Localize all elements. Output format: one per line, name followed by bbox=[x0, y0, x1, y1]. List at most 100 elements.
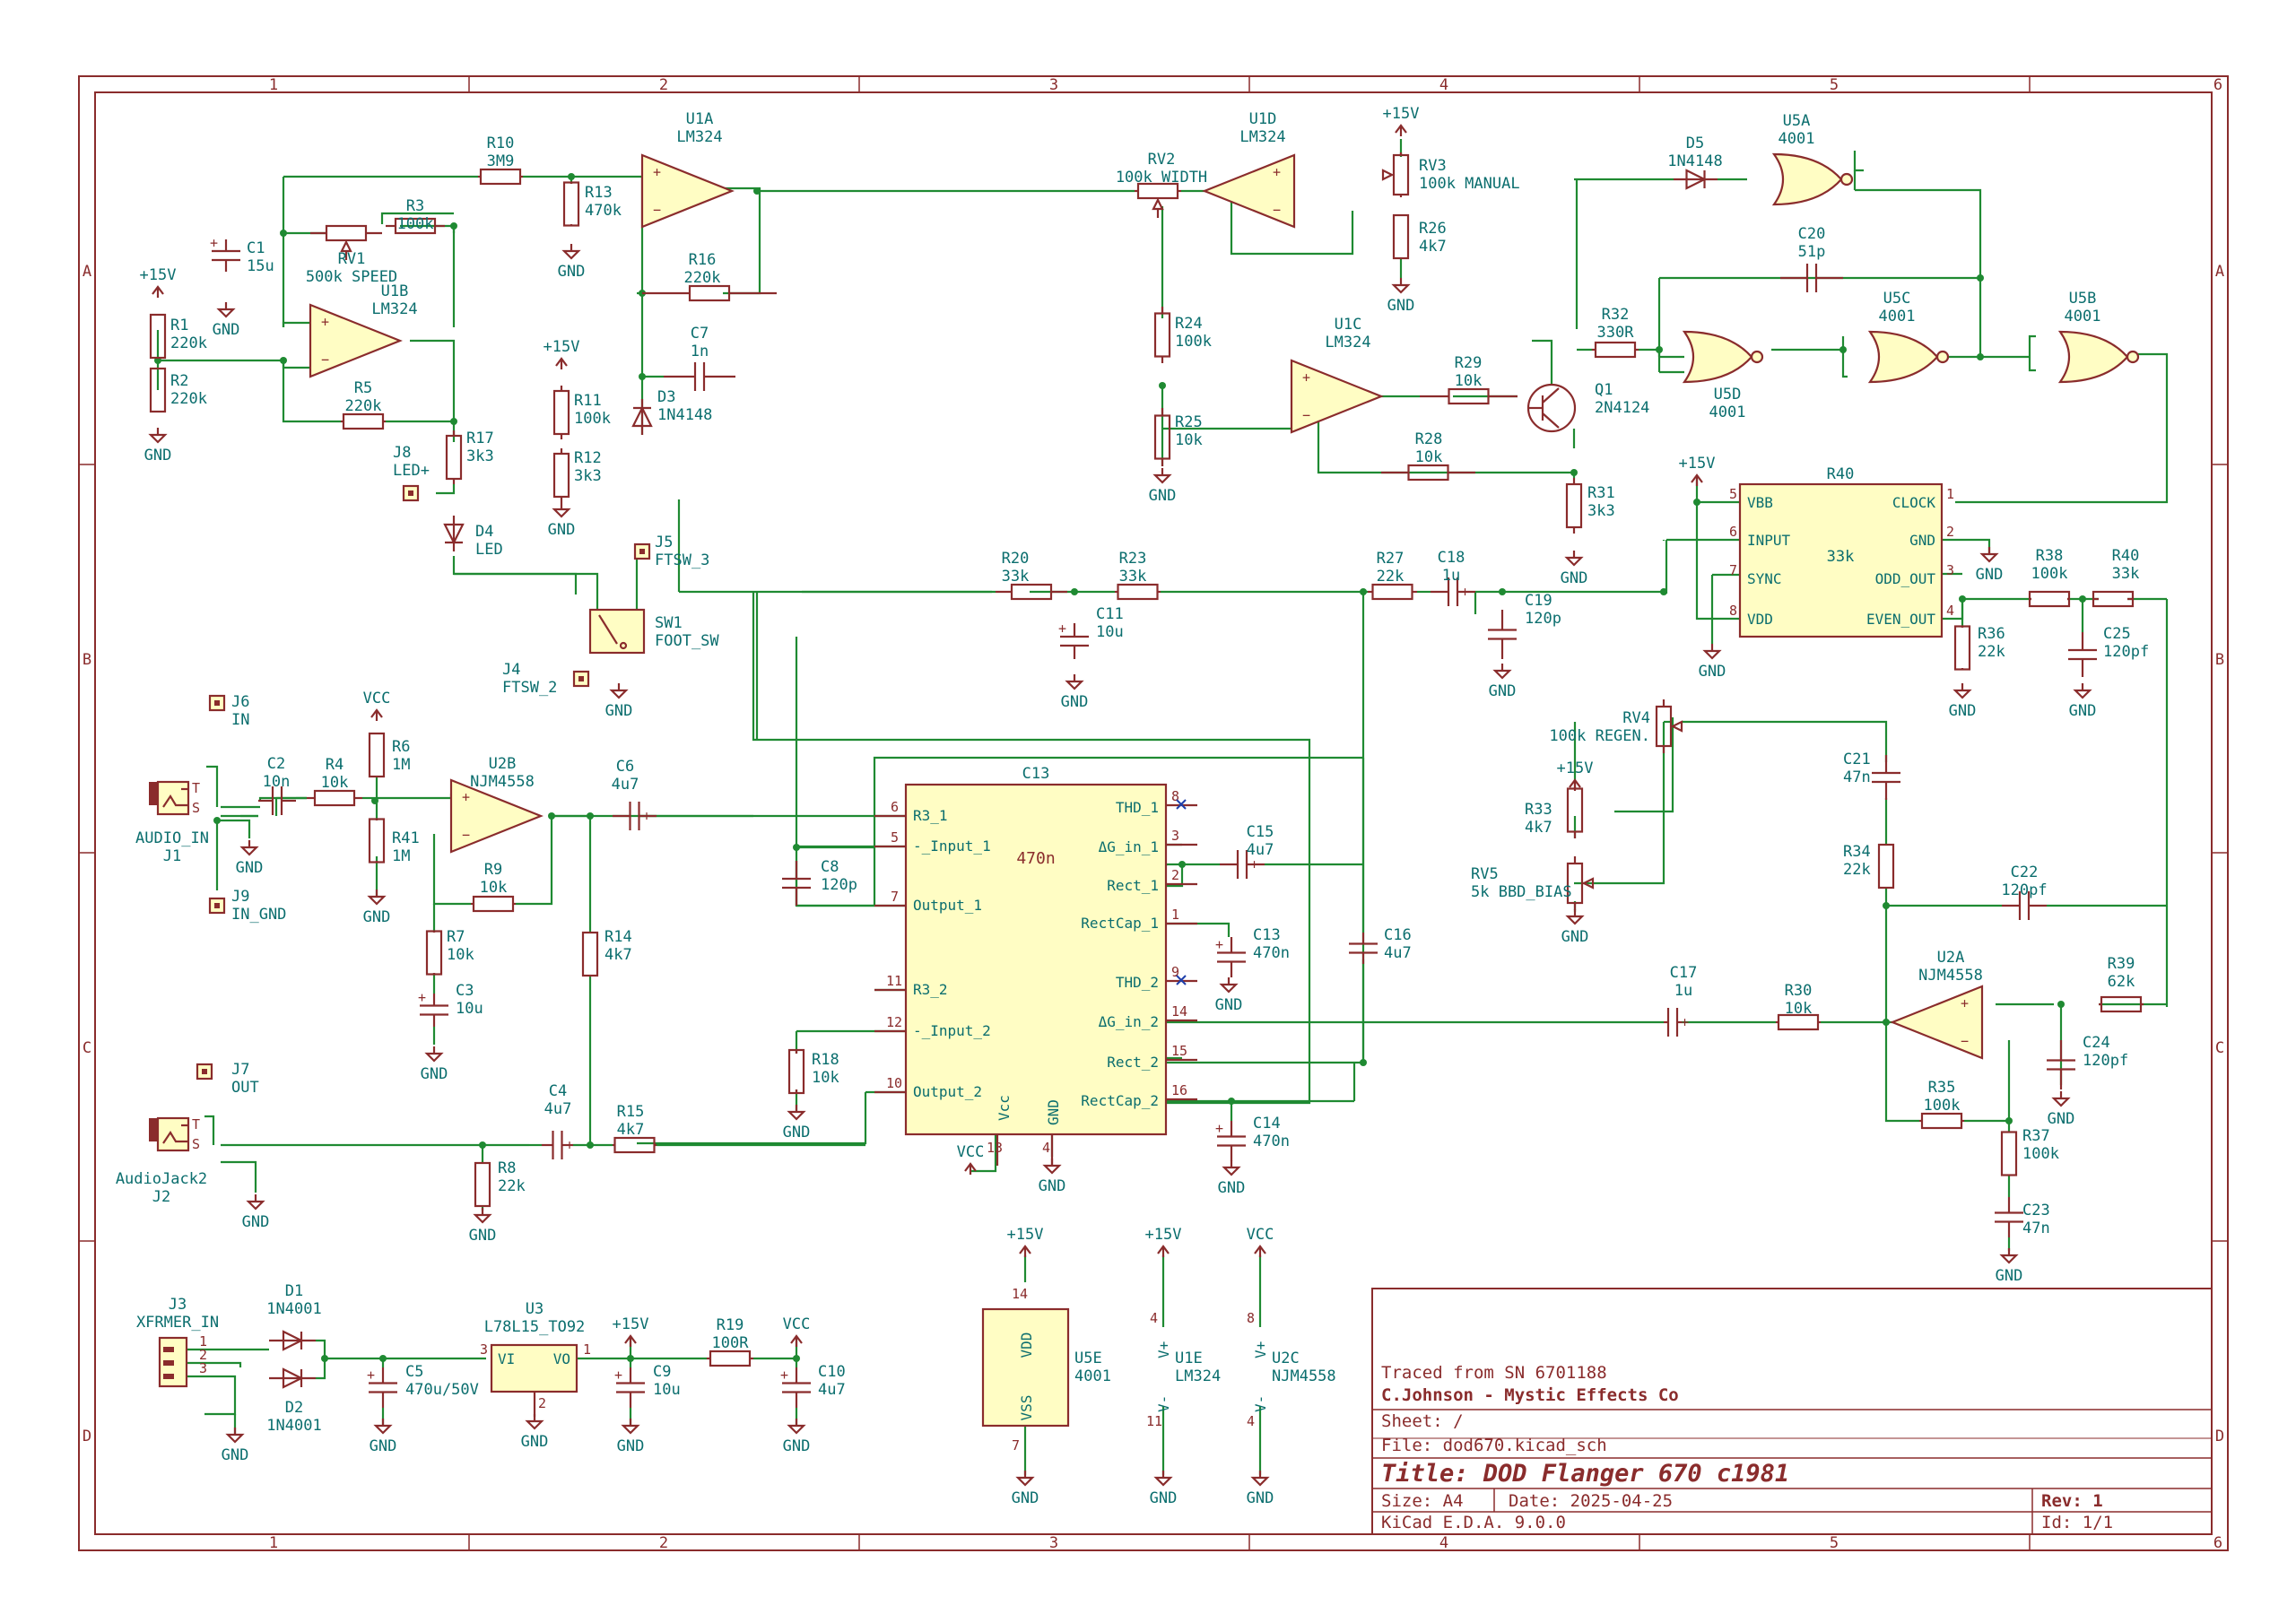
c1-capacitor: + bbox=[210, 235, 240, 272]
r13-gnd: GND bbox=[558, 244, 585, 281]
title-block-date: Date: 2025-04-25 bbox=[1509, 1491, 1673, 1511]
u4-pin-r3-2: R3_2 bbox=[913, 981, 948, 998]
u6-pin-vbb: VBB bbox=[1747, 494, 1773, 511]
r10-value: 3M9 bbox=[487, 152, 515, 170]
d3-value: 1N4148 bbox=[657, 406, 712, 424]
r15-ref: R15 bbox=[617, 1103, 645, 1121]
junction-layer bbox=[154, 173, 2086, 1362]
r25-ref: R25 bbox=[1175, 413, 1203, 431]
c20-capacitor bbox=[1780, 264, 1843, 292]
svg-text:6: 6 bbox=[1729, 524, 1737, 540]
c17-capacitor: + bbox=[1664, 1008, 1689, 1037]
c11-gnd: GND bbox=[1061, 674, 1088, 711]
svg-text:4: 4 bbox=[1042, 1140, 1050, 1156]
r9-ref: R9 bbox=[484, 861, 502, 879]
c5-gnd-label: GND bbox=[370, 1437, 397, 1455]
r31-ref: R31 bbox=[1587, 484, 1615, 502]
r12-gnd-label: GND bbox=[548, 521, 576, 539]
r26-resistor bbox=[1392, 213, 1410, 260]
c1-gnd-label: GND bbox=[213, 321, 240, 339]
grid-row-a-right: A bbox=[2215, 263, 2224, 281]
svg-text:−: − bbox=[321, 352, 329, 368]
u2b-opamp: +− bbox=[449, 778, 544, 854]
d2-diode bbox=[269, 1367, 316, 1389]
u5e-ref: U5E bbox=[1074, 1350, 1102, 1367]
u2c-ref: U2C bbox=[1272, 1350, 1300, 1367]
c3-value: 10u bbox=[456, 1000, 483, 1018]
title-block-title: Title: DOD Flanger 670 c1981 bbox=[1381, 1460, 1789, 1488]
r19-value: 100R bbox=[712, 1334, 750, 1352]
r41-resistor bbox=[368, 818, 386, 864]
r27-resistor bbox=[1368, 583, 1417, 601]
c18-value: 1u bbox=[1442, 567, 1460, 585]
svg-text:T: T bbox=[192, 780, 200, 796]
svg-text:T: T bbox=[192, 1116, 200, 1133]
r1-plus15v-label: +15V bbox=[140, 266, 177, 284]
c24-capacitor bbox=[2047, 1040, 2075, 1089]
c10-gnd-label: GND bbox=[783, 1437, 811, 1455]
u4-pin-thd-1: THD_1 bbox=[1116, 799, 1159, 816]
r2-value: 220k bbox=[170, 390, 207, 408]
svg-text:1: 1 bbox=[583, 1341, 591, 1358]
c24-gnd-label: GND bbox=[2048, 1110, 2075, 1128]
svg-text:9: 9 bbox=[1171, 964, 1179, 980]
c16-ref: C16 bbox=[1384, 926, 1412, 944]
r27-value: 22k bbox=[1377, 568, 1405, 586]
sw1-ref: SW1 bbox=[655, 614, 683, 632]
r18-ref: R18 bbox=[812, 1051, 839, 1069]
u3-pin-vo: VO bbox=[553, 1350, 570, 1367]
j6-ref: J6 bbox=[231, 693, 249, 711]
svg-text:16: 16 bbox=[1171, 1082, 1187, 1098]
svg-text:3: 3 bbox=[199, 1360, 207, 1376]
svg-text:−: − bbox=[1273, 202, 1281, 218]
r20-resistor bbox=[996, 583, 1067, 601]
u1c-opamp: +− bbox=[1290, 359, 1384, 434]
svg-text:+: + bbox=[1302, 369, 1310, 386]
svg-text:+: + bbox=[1058, 621, 1066, 637]
svg-text:−: − bbox=[1302, 407, 1310, 423]
svg-text:15: 15 bbox=[1171, 1043, 1187, 1059]
j5-value: FTSW_3 bbox=[655, 551, 709, 569]
u3-ref: U3 bbox=[526, 1300, 544, 1318]
u4-pin-thd-2: THD_2 bbox=[1116, 974, 1159, 991]
r32-resistor bbox=[1592, 341, 1639, 359]
u4-pin-r3-1: R3_1 bbox=[913, 807, 948, 824]
r36-gnd-label: GND bbox=[1949, 702, 1977, 720]
svg-text:+: + bbox=[1215, 937, 1223, 953]
r1-plus15v: +15V bbox=[140, 266, 177, 298]
r6-ref: R6 bbox=[392, 738, 410, 756]
u5e-gnd-label: GND bbox=[1012, 1489, 1039, 1507]
u2a-ref: U2A bbox=[1937, 949, 1965, 967]
r6-vcc: VCC bbox=[363, 690, 390, 721]
q1-value: 2N4124 bbox=[1595, 399, 1649, 417]
u4-pin-dg-in-2: ΔG_in_2 bbox=[1099, 1013, 1159, 1030]
rv1-ref: RV1 bbox=[338, 250, 366, 268]
u5e-pin-vdd: VDD bbox=[1018, 1332, 1035, 1358]
c10-vcc: VCC bbox=[783, 1315, 810, 1347]
c9-gnd-label: GND bbox=[617, 1437, 645, 1455]
r14-resistor bbox=[581, 931, 599, 977]
c19-value: 120p bbox=[1525, 610, 1561, 628]
c22-ref: C22 bbox=[2011, 864, 2039, 881]
d4-ref: D4 bbox=[475, 523, 493, 541]
svg-text:+: + bbox=[1215, 1121, 1223, 1137]
r20-value: 33k bbox=[1002, 568, 1030, 586]
j2-audio-jack: TS bbox=[149, 1116, 200, 1152]
r14-ref: R14 bbox=[604, 928, 632, 946]
svg-text:4: 4 bbox=[1247, 1413, 1255, 1429]
c19-gnd-label: GND bbox=[1489, 682, 1517, 700]
r38-ref: R38 bbox=[2036, 547, 2064, 565]
r11-ref: R11 bbox=[574, 392, 602, 410]
r10-resistor bbox=[478, 168, 523, 186]
c6-ref: C6 bbox=[616, 758, 634, 776]
j3-transformer-connector: 123 bbox=[158, 1333, 207, 1388]
u4-gnd-label: GND bbox=[1039, 1177, 1066, 1195]
svg-text:2: 2 bbox=[1946, 524, 1954, 540]
c4-value: 4u7 bbox=[544, 1100, 572, 1118]
title-block-rev: Rev: 1 bbox=[2041, 1491, 2103, 1511]
u1a-ref: U1A bbox=[686, 110, 714, 128]
title-block-tool: KiCad E.D.A. 9.0.0 bbox=[1381, 1513, 1566, 1532]
r12-resistor bbox=[552, 448, 570, 502]
svg-text:1: 1 bbox=[199, 1333, 207, 1350]
r25-value: 10k bbox=[1175, 431, 1203, 449]
